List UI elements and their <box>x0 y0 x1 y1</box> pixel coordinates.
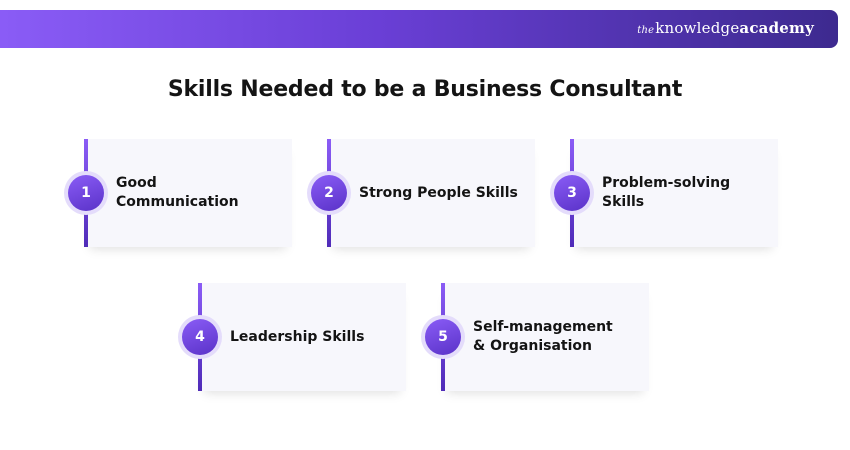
skill-label: Leadership Skills <box>230 328 365 345</box>
skill-card-3: 3 Problem-solving Skills <box>550 139 778 247</box>
skill-label: Problem-solving Skills <box>602 175 731 210</box>
number-badge: 3 <box>554 175 590 211</box>
brand-logo: theknowledgeacademy <box>637 19 814 37</box>
brand-the: the <box>637 25 655 36</box>
brand-knowledge: knowledge <box>655 19 740 37</box>
header-banner: theknowledgeacademy <box>0 10 838 48</box>
skill-label: Self-management & Organisation <box>473 319 613 354</box>
brand-academy: academy <box>739 19 814 37</box>
number-badge: 5 <box>425 319 461 355</box>
skill-label: Good Communication <box>116 175 239 210</box>
skill-card-5: 5 Self-management & Organisation <box>421 283 649 391</box>
number-badge: 1 <box>68 175 104 211</box>
number-badge: 2 <box>311 175 347 211</box>
skill-card-1: 1 Good Communication <box>64 139 292 247</box>
page-title: Skills Needed to be a Business Consultan… <box>167 77 683 102</box>
number-badge: 4 <box>182 319 218 355</box>
skill-card-4: 4 Leadership Skills <box>178 283 406 391</box>
skill-card-2: 2 Strong People Skills <box>307 139 535 247</box>
skill-label: Strong People Skills <box>359 184 518 201</box>
